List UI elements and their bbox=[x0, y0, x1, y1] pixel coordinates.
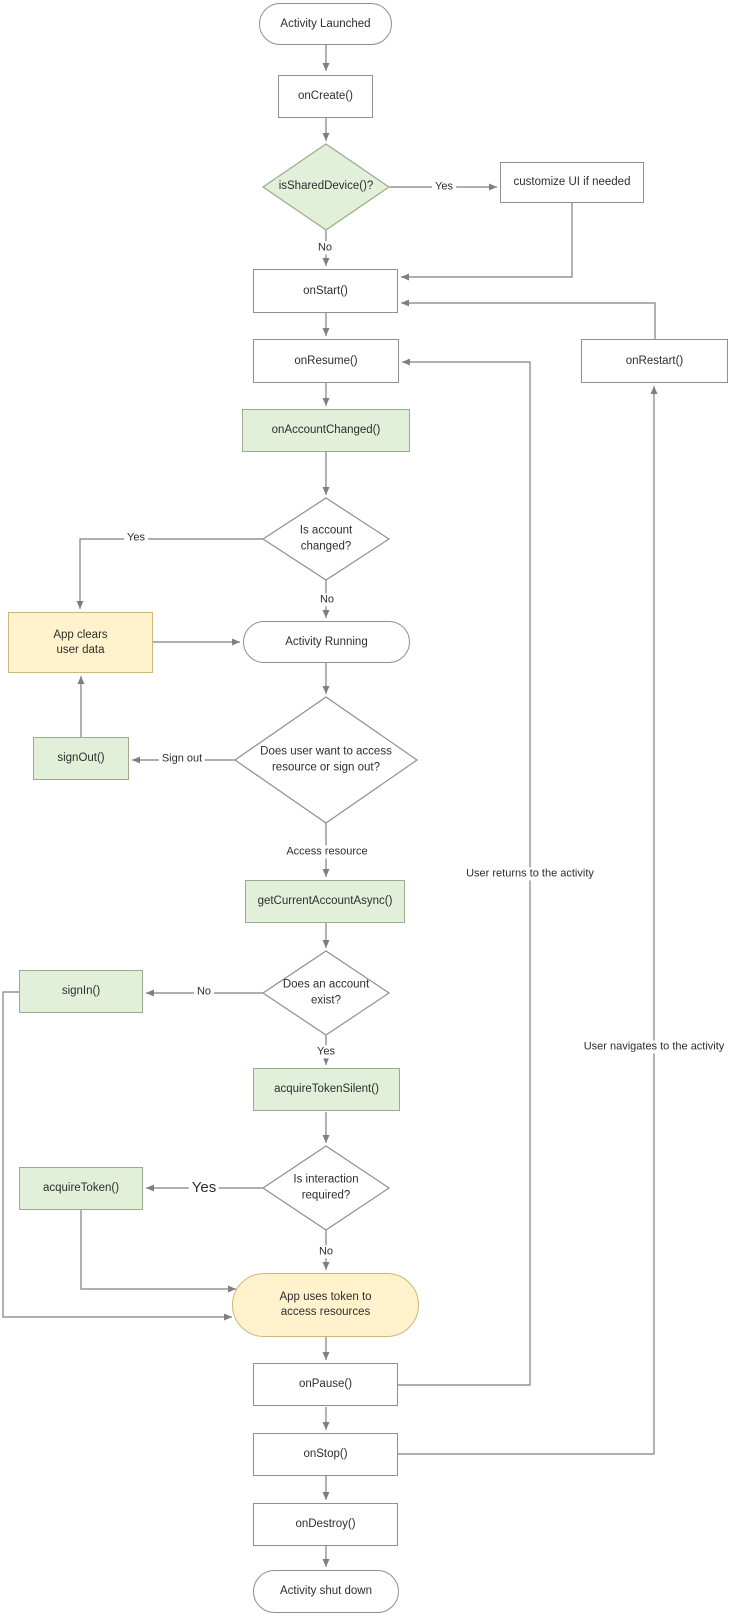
node-on-stop-label: onStop() bbox=[303, 1448, 348, 1461]
decision-does-account-exist bbox=[261, 950, 391, 1036]
edge-label-shared-no: No bbox=[314, 241, 336, 255]
edge-label-user-returns: User returns to the activity bbox=[463, 867, 597, 881]
edge-label-interaction-yes: Yes bbox=[188, 1179, 220, 1197]
node-on-resume-label: onResume() bbox=[294, 354, 358, 367]
node-on-create-label: onCreate() bbox=[298, 90, 353, 103]
node-get-current-account-async-label: getCurrentAccountAsync() bbox=[257, 895, 393, 908]
decision-is-account-changed bbox=[261, 497, 391, 581]
node-on-account-changed-label: onAccountChanged() bbox=[271, 424, 381, 437]
edge-onstop-to-onrestart-user-navigates bbox=[398, 386, 658, 1455]
node-on-restart-label: onRestart() bbox=[625, 354, 684, 367]
node-on-restart: onRestart() bbox=[581, 339, 728, 383]
edge-label-user-navigates: User navigates to the activity bbox=[580, 1040, 728, 1054]
edge-onrestart-to-onstart bbox=[401, 299, 656, 339]
node-acquire-token-silent-label: acquireTokenSilent() bbox=[274, 1083, 379, 1096]
edge-acquiretoken-to-usestoken bbox=[80, 1210, 236, 1293]
node-acquire-token-silent: acquireTokenSilent() bbox=[253, 1068, 400, 1111]
node-app-uses-token-label: App uses token to access resources bbox=[279, 1291, 372, 1318]
node-on-start: onStart() bbox=[253, 269, 398, 313]
decision-is-account-changed-label: Is account changed? bbox=[299, 524, 353, 552]
edge-label-account-changed-no: No bbox=[316, 593, 338, 607]
node-sign-in: signIn() bbox=[19, 970, 143, 1013]
node-acquire-token: acquireToken() bbox=[19, 1167, 143, 1210]
node-activity-launched: Activity Launched bbox=[259, 3, 392, 45]
node-sign-in-label: signIn() bbox=[61, 985, 101, 998]
decision-want-resource-or-signout bbox=[233, 696, 419, 824]
node-activity-launched-label: Activity Launched bbox=[280, 17, 371, 30]
node-on-pause: onPause() bbox=[253, 1363, 398, 1406]
edge-isaccountchanged-yes-to-appclears bbox=[76, 538, 263, 609]
edge-label-access-resource: Access resource bbox=[283, 845, 371, 859]
node-get-current-account-async: getCurrentAccountAsync() bbox=[245, 880, 405, 923]
node-customize-ui: customize UI if needed bbox=[500, 162, 644, 203]
node-on-pause-label: onPause() bbox=[298, 1378, 353, 1391]
node-activity-shut-down: Activity shut down bbox=[253, 1570, 399, 1613]
node-activity-running: Activity Running bbox=[243, 621, 410, 663]
node-sign-out-label: signOut() bbox=[57, 752, 105, 765]
decision-is-interaction-required-label: Is interaction required? bbox=[293, 1173, 359, 1201]
edge-label-account-exist-yes: Yes bbox=[314, 1045, 338, 1059]
node-on-resume: onResume() bbox=[253, 339, 399, 383]
node-activity-running-label: Activity Running bbox=[285, 635, 368, 648]
node-on-start-label: onStart() bbox=[303, 284, 348, 297]
node-on-destroy: onDestroy() bbox=[253, 1503, 398, 1546]
node-customize-ui-label: customize UI if needed bbox=[513, 176, 631, 189]
edge-label-account-changed-yes: Yes bbox=[124, 531, 148, 545]
edge-signin-to-usestoken bbox=[2, 991, 232, 1321]
edge-label-account-exist-no: No bbox=[193, 985, 215, 999]
node-app-clears-user-data-label: App clears user data bbox=[53, 628, 108, 656]
decision-want-resource-or-signout-label: Does user want to access resource or sig… bbox=[260, 745, 392, 773]
node-on-account-changed: onAccountChanged() bbox=[242, 409, 410, 452]
node-sign-out: signOut() bbox=[33, 737, 129, 780]
decision-is-interaction-required bbox=[261, 1145, 391, 1231]
decision-does-account-exist-label: Does an account exist? bbox=[282, 978, 370, 1006]
node-app-uses-token: App uses token to access resources bbox=[232, 1273, 419, 1337]
edge-label-shared-yes: Yes bbox=[432, 180, 456, 194]
node-on-create: onCreate() bbox=[278, 75, 373, 118]
node-on-destroy-label: onDestroy() bbox=[295, 1518, 356, 1531]
node-on-stop: onStop() bbox=[253, 1433, 398, 1476]
decision-is-shared-device bbox=[261, 143, 391, 231]
edge-customizeui-to-onstart bbox=[401, 203, 573, 281]
edge-label-sign-out: Sign out bbox=[158, 752, 206, 766]
node-acquire-token-label: acquireToken() bbox=[42, 1182, 120, 1195]
node-activity-shut-down-label: Activity shut down bbox=[279, 1585, 373, 1598]
edge-label-interaction-no: No bbox=[315, 1245, 337, 1259]
decision-is-shared-device-label: isSharedDevice()? bbox=[278, 180, 374, 193]
node-app-clears-user-data: App clears user data bbox=[8, 612, 153, 673]
